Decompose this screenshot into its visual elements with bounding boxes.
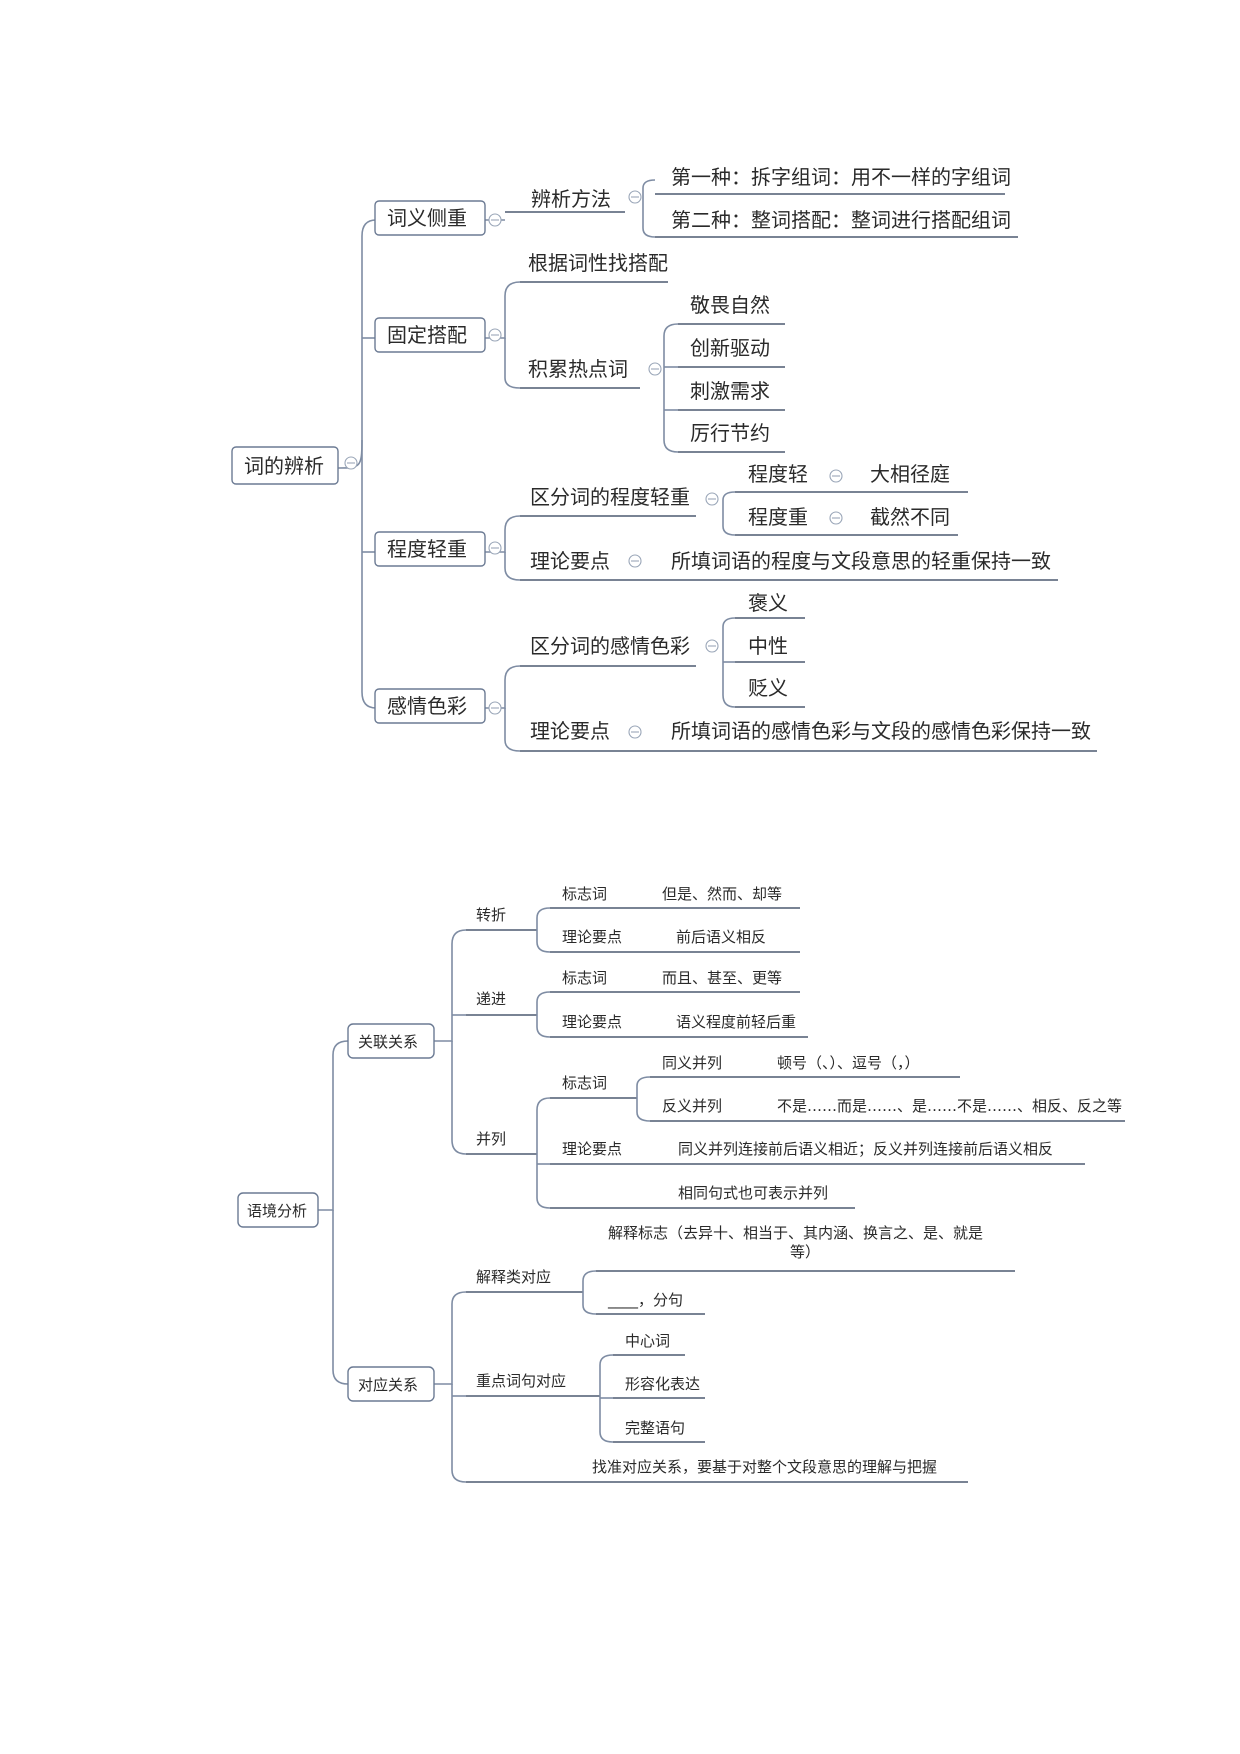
collapse-toggle-icon[interactable] — [829, 511, 843, 525]
collapse-toggle-icon[interactable] — [488, 328, 502, 342]
node-lilun-yaodian: 理论要点 — [530, 549, 610, 573]
node-marker: 标志词 — [562, 885, 607, 903]
mind-map-context-analysis: 语境分析 关联关系 对应关系 转折 标志词 但是、然而、却等 理论要点 前后语义… — [237, 885, 1125, 1483]
node-ant-parallel: 反义并列 — [662, 1097, 722, 1115]
node-color: 贬义 — [748, 676, 788, 700]
node-chengdu-qingzhong: 程度轻重 — [387, 537, 467, 561]
node-syn-marks: 顿号（、）、逗号（，） — [777, 1054, 920, 1072]
node-parallel-note: 相同句式也可表示并列 — [678, 1184, 828, 1202]
node-chengdu-zhong: 程度重 — [748, 505, 808, 529]
node-qufen-ganqing: 区分词的感情色彩 — [530, 634, 690, 658]
collapse-toggle-icon[interactable] — [705, 639, 719, 653]
node-guanlian-guanxi: 关联关系 — [358, 1033, 418, 1051]
node-blank-clause: ____，分句 — [607, 1291, 683, 1310]
node-dijin: 递进 — [476, 990, 506, 1008]
node-example-heavy: 截然不同 — [870, 505, 950, 529]
node-lilun-yaodian: 理论要点 — [530, 719, 610, 743]
branch-node-box[interactable] — [374, 200, 486, 236]
node-color: 中性 — [748, 634, 788, 658]
collapse-toggle-icon[interactable] — [628, 725, 642, 739]
node-marker: 标志词 — [562, 969, 607, 987]
node-theory-text: 所填词语的感情色彩与文段的感情色彩保持一致 — [671, 719, 1091, 743]
node-theory: 理论要点 — [562, 928, 622, 946]
node-cixing-dapei: 根据词性找搭配 — [528, 251, 668, 275]
node-color: 褒义 — [748, 591, 788, 615]
node-bianxi-fangfa: 辨析方法 — [531, 187, 611, 211]
node-hot-word: 刺激需求 — [690, 379, 770, 403]
node-zhongdian-duiying: 重点词句对应 — [476, 1372, 566, 1390]
node-jieshi-duiying: 解释类对应 — [476, 1268, 551, 1286]
node-syn-parallel: 同义并列 — [662, 1054, 722, 1072]
collapse-toggle-icon[interactable] — [829, 469, 843, 483]
node-redian-ci: 积累热点词 — [528, 357, 628, 381]
collapse-toggle-icon[interactable] — [488, 701, 502, 715]
node-marker-words: 但是、然而、却等 — [662, 885, 782, 903]
root-node-label: 语境分析 — [247, 1202, 307, 1220]
collapse-toggle-icon[interactable] — [488, 541, 502, 555]
branch-node-box[interactable] — [374, 317, 486, 353]
node-explain-markers: 解释标志（去异十、相当于、其内涵、换言之、是、就是 — [608, 1224, 983, 1242]
node-example-light: 大相径庭 — [870, 462, 950, 486]
node-ciyi-cezhong: 词义侧重 — [387, 206, 467, 230]
node-theory-text: 语义程度前轻后重 — [676, 1013, 796, 1031]
collapse-toggle-icon[interactable] — [628, 190, 642, 204]
node-summary: 找准对应关系，要基于对整个文段意思的理解与把握 — [592, 1458, 937, 1476]
node-chengdu-qing: 程度轻 — [748, 462, 808, 486]
node-hot-word: 敬畏自然 — [690, 293, 770, 317]
collapse-toggle-icon[interactable] — [628, 554, 642, 568]
node-marker: 标志词 — [562, 1074, 607, 1092]
collapse-toggle-icon[interactable] — [344, 456, 358, 470]
root-node-box[interactable] — [237, 1192, 319, 1228]
node-zhuanzhe: 转折 — [476, 906, 506, 924]
node-way-1: 第一种：拆字组词：用不一样的字组词 — [671, 165, 1011, 189]
root-node-label: 词的辨析 — [244, 454, 324, 478]
node-way-2: 第二种：整词搭配：整词进行搭配组词 — [671, 208, 1011, 232]
branch-node-box[interactable] — [374, 531, 486, 567]
mind-map-word-analysis: 词的辨析 词义侧重 辨析方法 第一种：拆字组词：用不一样的字组词 第二种：整词搭… — [231, 165, 1097, 752]
collapse-toggle-icon[interactable] — [648, 362, 662, 376]
node-explain-markers-end: 等） — [790, 1243, 820, 1261]
node-theory-text: 同义并列连接前后语义相近；反义并列连接前后语义相反 — [678, 1140, 1053, 1158]
node-duiying-guanxi: 对应关系 — [358, 1376, 418, 1394]
collapse-toggle-icon[interactable] — [488, 213, 502, 227]
node-qufen-chengdu: 区分词的程度轻重 — [530, 485, 690, 509]
node-key-item: 完整语句 — [625, 1419, 685, 1437]
node-theory: 理论要点 — [562, 1013, 622, 1031]
node-theory-text: 所填词语的程度与文段意思的轻重保持一致 — [671, 549, 1051, 573]
node-hot-word: 厉行节约 — [690, 421, 770, 445]
node-theory-text: 前后语义相反 — [676, 928, 766, 946]
branch-node-box[interactable] — [347, 1366, 435, 1402]
node-ant-marks: 不是……而是……、是……不是……、相反、反之等 — [777, 1097, 1122, 1115]
branch-node-box[interactable] — [374, 688, 486, 724]
collapse-toggle-icon[interactable] — [705, 492, 719, 506]
branch-node-box[interactable] — [347, 1023, 435, 1059]
node-binglie: 并列 — [476, 1130, 506, 1148]
node-theory: 理论要点 — [562, 1140, 622, 1158]
node-ganqing-secai: 感情色彩 — [387, 694, 467, 718]
node-guding-dapei: 固定搭配 — [387, 323, 467, 347]
root-node-box[interactable] — [231, 446, 339, 485]
node-key-item: 形容化表达 — [625, 1375, 700, 1393]
node-hot-word: 创新驱动 — [690, 336, 770, 360]
node-marker-words: 而且、甚至、更等 — [662, 969, 782, 987]
node-key-item: 中心词 — [625, 1332, 670, 1350]
